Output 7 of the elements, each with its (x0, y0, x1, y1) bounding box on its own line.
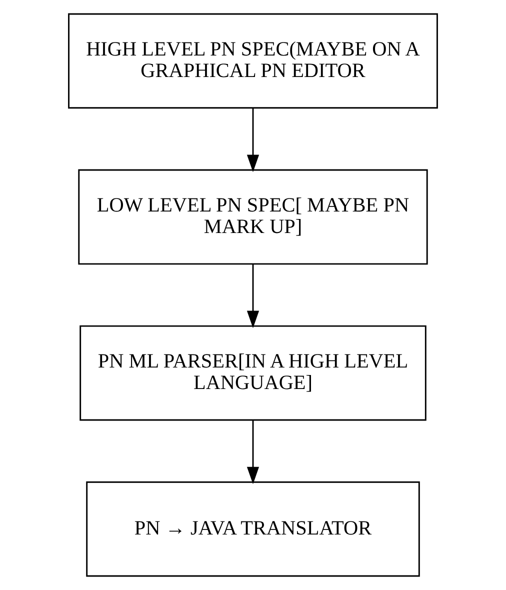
node-box: PN ML PARSER[IN A HIGH LEVEL LANGUAGE] (80, 325, 426, 421)
arrow (246, 108, 260, 172)
node-box: LOW LEVEL PN SPEC[ MAYBE PN MARK UP] (78, 169, 428, 265)
node-box: PN → JAVA TRANSLATOR (86, 481, 420, 577)
node-box: HIGH LEVEL PN SPEC(MAYBE ON A GRAPHICAL PN EDITOR (68, 13, 438, 109)
arrow (246, 264, 260, 328)
arrow (246, 420, 260, 484)
